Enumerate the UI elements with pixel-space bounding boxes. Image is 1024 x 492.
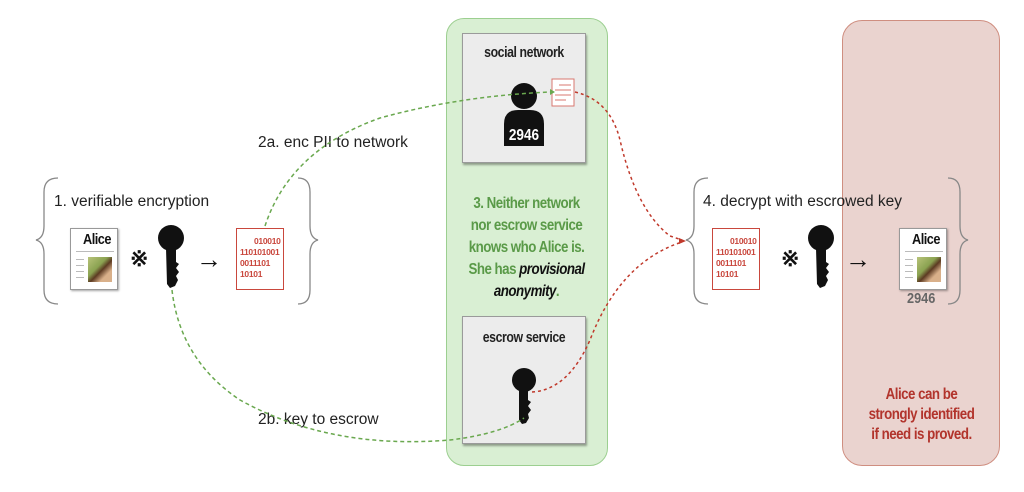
note-line: Alice can be bbox=[885, 386, 957, 403]
user-id-label: 2946 bbox=[509, 127, 539, 144]
note-line: knows who Alice is. bbox=[469, 239, 585, 256]
cipher-line: 10101 bbox=[716, 269, 739, 279]
cipher-line: 010010 bbox=[254, 236, 281, 246]
alice-name: Alice bbox=[912, 231, 940, 248]
network-to-decrypt-path bbox=[574, 91, 683, 241]
combine-symbol: ※ bbox=[781, 246, 800, 271]
combine-symbol: ※ bbox=[130, 246, 149, 271]
mini-encrypted-document-icon bbox=[551, 78, 575, 107]
alice-photo bbox=[88, 257, 112, 282]
step1-label: 1. verifiable encryption bbox=[54, 193, 210, 210]
left-brace-close bbox=[297, 177, 319, 305]
arrow-icon: → bbox=[845, 244, 871, 274]
note-emphasis: anonymity bbox=[494, 283, 557, 300]
key-icon bbox=[512, 368, 536, 424]
alice-name: Alice bbox=[83, 231, 111, 248]
encrypted-document-icon: 010010 110101001 0011101 10101 bbox=[712, 228, 760, 290]
cipher-line: 0011101 bbox=[240, 258, 271, 268]
decrypted-alice-document-icon: Alice bbox=[899, 228, 947, 290]
cipher-line: 110101001 bbox=[240, 247, 280, 257]
arrow-icon: → bbox=[196, 244, 222, 274]
decrypted-user-id: 2946 bbox=[907, 290, 936, 307]
cipher-line: 0011101 bbox=[716, 258, 747, 268]
strong-identification-note: Alice can be strongly identified if need… bbox=[842, 385, 1000, 445]
cipher-line: 010010 bbox=[730, 236, 757, 246]
step4-label: 4. decrypt with escrowed key bbox=[703, 193, 903, 210]
person-icon bbox=[504, 83, 544, 146]
note-emphasis: provisional bbox=[519, 261, 586, 278]
note-line: strongly identified bbox=[868, 406, 974, 423]
note-line: 3. Neither network bbox=[473, 195, 581, 212]
social-network-title: social network bbox=[484, 44, 564, 61]
arrowhead bbox=[550, 89, 555, 95]
encrypted-document-icon: 010010 110101001 0011101 10101 bbox=[236, 228, 284, 290]
alice-document-icon: Alice bbox=[70, 228, 118, 290]
step2b-label: 2b. key to escrow bbox=[258, 411, 379, 428]
left-brace-open bbox=[35, 177, 59, 305]
escrow-service-title: escrow service bbox=[482, 329, 566, 346]
arrowhead bbox=[679, 238, 686, 244]
key-icon bbox=[158, 225, 184, 288]
right-brace-open bbox=[685, 177, 709, 305]
note-line: if need is proved. bbox=[870, 426, 972, 443]
key-icon bbox=[808, 225, 834, 288]
provisional-anonymity-note: 3. Neither network nor escrow service kn… bbox=[452, 193, 602, 303]
enc-pii-path bbox=[264, 91, 551, 227]
cipher-line: 110101001 bbox=[716, 247, 756, 257]
step2a-label: 2a. enc PII to network bbox=[258, 134, 408, 151]
note-line: nor escrow service bbox=[471, 217, 583, 234]
note-line: . bbox=[556, 283, 560, 300]
note-line: She has bbox=[468, 261, 520, 278]
escrow-to-decrypt-path bbox=[531, 241, 683, 393]
key-to-escrow-path bbox=[171, 289, 525, 443]
alice-photo bbox=[917, 257, 941, 282]
cipher-line: 10101 bbox=[240, 269, 263, 279]
right-brace-close bbox=[947, 177, 969, 305]
